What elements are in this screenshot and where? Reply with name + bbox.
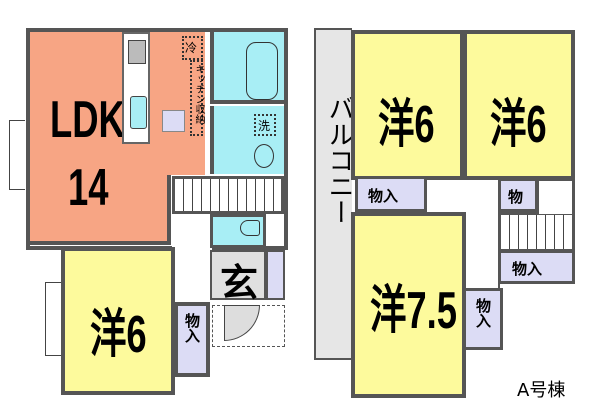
closet-2f-right-label: 物入 — [512, 260, 543, 278]
closet-1f — [174, 302, 210, 377]
western-room-2f-left-label: 洋6 — [378, 96, 435, 154]
stairs-1f — [172, 176, 284, 214]
western-room-1f-label: 洋6 — [90, 306, 147, 364]
fridge-label: 冷 — [185, 41, 198, 55]
western-room-2f-large-label: 洋7.5 — [370, 282, 458, 340]
stairs-2f-upper — [536, 178, 575, 214]
closet-2f-vertical-label: 物入 — [474, 298, 492, 328]
closet-2f-small-label: 物 — [508, 188, 524, 206]
genkan-label: 玄 — [220, 261, 259, 305]
closet-2f-left-label: 物入 — [368, 187, 399, 205]
ldk-label: LDK — [50, 91, 125, 149]
balcony-label: バルコニー — [324, 95, 354, 225]
hall-1f — [172, 214, 212, 304]
window-room-1f — [45, 282, 61, 356]
closet-2f-right — [498, 250, 575, 284]
closet-2f-small — [498, 178, 538, 212]
balcony — [314, 28, 352, 360]
window-left-1f — [9, 120, 25, 190]
ldk-room — [30, 32, 205, 175]
sink-icon — [130, 96, 147, 129]
kitchen-storage-label: キッチン収納 — [193, 64, 204, 124]
toilet-icon — [240, 220, 260, 236]
bathtub-icon — [246, 42, 278, 100]
shoe-box — [266, 250, 285, 300]
hall-2f — [466, 180, 500, 295]
washer-space — [254, 114, 276, 136]
genkan — [210, 250, 266, 300]
stairs-2f — [498, 212, 575, 252]
ldk-size: 14 — [68, 159, 109, 217]
cooktop-icon — [128, 40, 146, 64]
fridge-space — [182, 36, 203, 60]
toilet — [210, 214, 266, 248]
closet-2f-left — [355, 176, 427, 212]
kitchen-storage — [190, 60, 203, 136]
washer-label: 洗 — [258, 119, 271, 133]
island — [162, 110, 185, 132]
western-room-1f — [61, 247, 175, 395]
washbasin-icon — [254, 144, 274, 168]
closet-1f-label: 物入 — [183, 313, 201, 343]
western-room-2f-right-label: 洋6 — [490, 96, 547, 154]
western-room-2f-left — [351, 30, 464, 180]
building-label: A号棟 — [517, 380, 566, 401]
closet-2f-vertical — [463, 288, 503, 350]
ldk-room-lower — [30, 175, 171, 245]
